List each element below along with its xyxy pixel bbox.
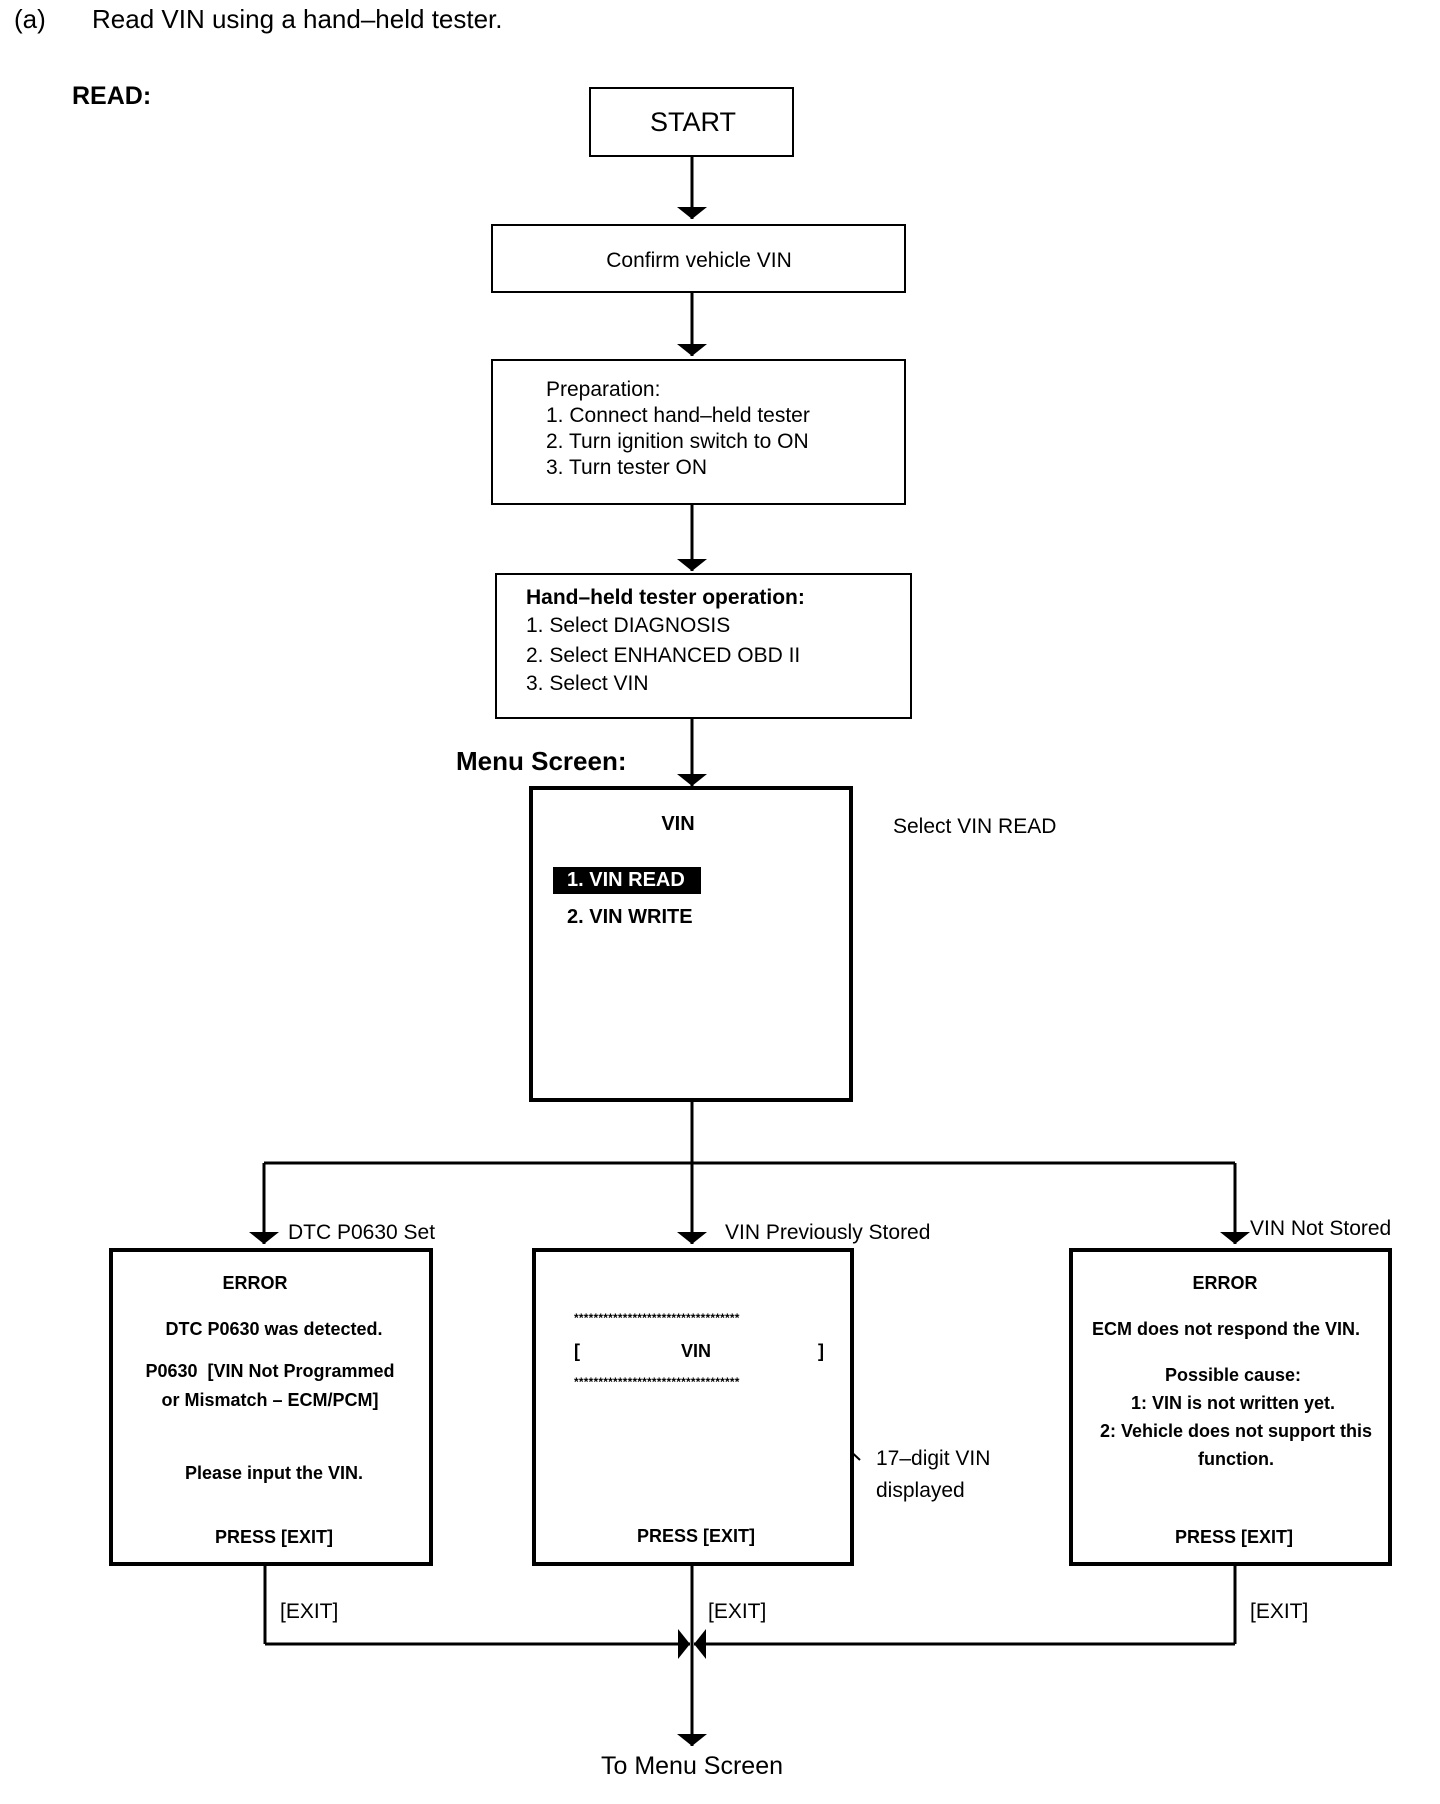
exit-label-right: [EXIT] <box>1250 1600 1309 1623</box>
error-instruction: Please input the VIN. <box>184 1463 364 1483</box>
possible-cause-item: 2: Vehicle does not support this <box>1099 1421 1373 1441</box>
operation-box: Hand–held tester operation: 1. Select DI… <box>495 573 912 719</box>
vin-value: VIN <box>680 1341 712 1361</box>
menu-item-vin-write[interactable]: 2. VIN WRITE <box>567 906 693 928</box>
press-exit-label: PRESS [EXIT] <box>1174 1527 1294 1547</box>
branch-label-vin-stored: VIN Previously Stored <box>725 1221 931 1244</box>
menu-title: VIN <box>661 813 695 835</box>
exit-label-left: [EXIT] <box>280 1600 339 1623</box>
operation-title: Hand–held tester operation: <box>526 586 805 609</box>
start-box: START <box>589 87 794 157</box>
menu-item-vin-read[interactable]: 1. VIN READ <box>553 867 701 894</box>
exit-label-center: [EXIT] <box>708 1600 767 1623</box>
error-message: or Mismatch – ECM/PCM] <box>161 1390 379 1410</box>
branch-label-vin-not-stored: VIN Not Stored <box>1250 1217 1392 1240</box>
branch-label-dtc-p0630: DTC P0630 Set <box>288 1221 436 1244</box>
error-title: ERROR <box>1192 1273 1258 1293</box>
vin-display-screen: ********************************** [ VIN… <box>532 1248 854 1566</box>
error-message: DTC P0630 was detected. <box>165 1319 383 1339</box>
menu-screen-label: Menu Screen: <box>456 746 627 776</box>
callout-select-vin-read: Select VIN READ <box>893 815 1057 838</box>
error-message: P0630 [VIN Not Programmed <box>145 1361 395 1381</box>
error-title: ERROR <box>222 1273 288 1293</box>
possible-cause-item: 1: VIN is not written yet. <box>1130 1393 1336 1413</box>
error-screen-not-stored: ERROR ECM does not respond the VIN. Poss… <box>1069 1248 1392 1566</box>
possible-cause-item: function. <box>1198 1449 1274 1469</box>
operation-step: 2. Select ENHANCED OBD II <box>526 644 801 667</box>
operation-step: 1. Select DIAGNOSIS <box>526 614 731 637</box>
vin-bracket-right: ] <box>818 1341 824 1361</box>
press-exit-label: PRESS [EXIT] <box>636 1526 756 1546</box>
preparation-title: Preparation: <box>546 378 661 401</box>
menu-screen: VIN 1. VIN READ 2. VIN WRITE <box>529 786 853 1102</box>
vin-mask-top: ********************************** <box>574 1311 740 1325</box>
preparation-step: 3. Turn tester ON <box>546 456 708 479</box>
callout-17-digit-vin: 17–digit VIN <box>876 1447 991 1470</box>
preparation-step: 2. Turn ignition switch to ON <box>546 430 809 453</box>
press-exit-label: PRESS [EXIT] <box>214 1527 334 1547</box>
step-label: (a) <box>14 4 46 34</box>
preparation-step: 1. Connect hand–held tester <box>546 404 810 427</box>
page-title: Read VIN using a hand–held tester. <box>92 4 503 34</box>
confirm-label: Confirm vehicle VIN <box>606 249 792 272</box>
vin-mask-bottom: ********************************** <box>574 1375 740 1389</box>
error-message: ECM does not respond the VIN. <box>1091 1319 1361 1339</box>
section-label-read: READ: <box>72 82 152 110</box>
start-label: START <box>649 107 737 137</box>
error-screen-p0630: ERROR DTC P0630 was detected. P0630 [VIN… <box>109 1248 433 1566</box>
callout-17-digit-vin-displayed: displayed <box>876 1479 965 1502</box>
preparation-box: Preparation: 1. Connect hand–held tester… <box>491 359 906 505</box>
confirm-box: Confirm vehicle VIN <box>491 224 906 293</box>
vin-bracket-left: [ <box>574 1341 580 1361</box>
to-menu-screen-label: To Menu Screen <box>600 1752 784 1780</box>
operation-step: 3. Select VIN <box>526 672 649 695</box>
possible-cause-title: Possible cause: <box>1164 1365 1302 1385</box>
